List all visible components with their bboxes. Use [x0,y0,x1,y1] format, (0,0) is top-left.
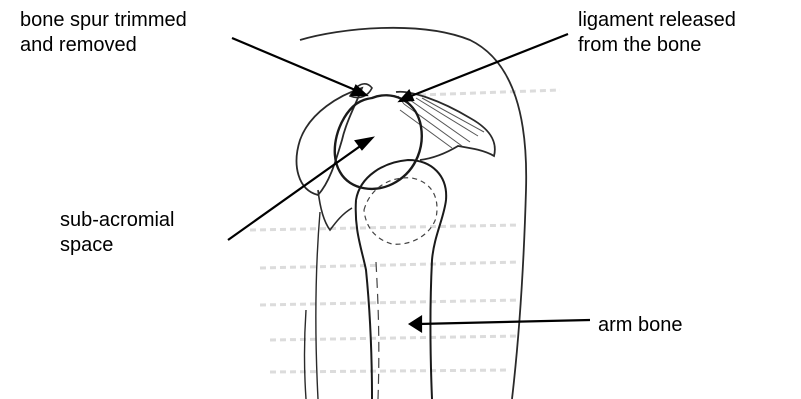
humerus-top [356,160,446,399]
humerus-left-shaft [356,200,372,399]
label-bone-spur-line2: and removed [20,33,187,58]
label-arm-bone-line1: arm bone [598,313,683,338]
humerus-inner-line [376,262,379,399]
humeral-head [335,95,422,189]
scapula-outline [297,88,362,195]
label-subacromial-line1: sub-acromial [60,208,174,233]
label-bone-spur-line1: bone spur trimmed [20,8,187,33]
label-subacromial-line2: space [60,233,174,258]
arrowhead-arm-bone [410,317,421,331]
arm-outline [300,28,526,399]
label-bone-spur: bone spur trimmed and removed [20,8,187,58]
glenoid-outline [318,190,352,230]
background-texture [250,90,560,372]
label-subacromial-space: sub-acromial space [60,208,174,258]
scapula-lower [316,212,320,399]
label-ligament: ligament released from the bone [578,8,736,58]
coracoid-outline [396,92,495,160]
label-ligament-line2: from the bone [578,33,736,58]
pointer-arrows [228,34,590,331]
radius-line [305,310,307,399]
label-ligament-line1: ligament released [578,8,736,33]
arrowhead-bone-spur [352,86,366,95]
label-arm-bone: arm bone [598,313,683,338]
